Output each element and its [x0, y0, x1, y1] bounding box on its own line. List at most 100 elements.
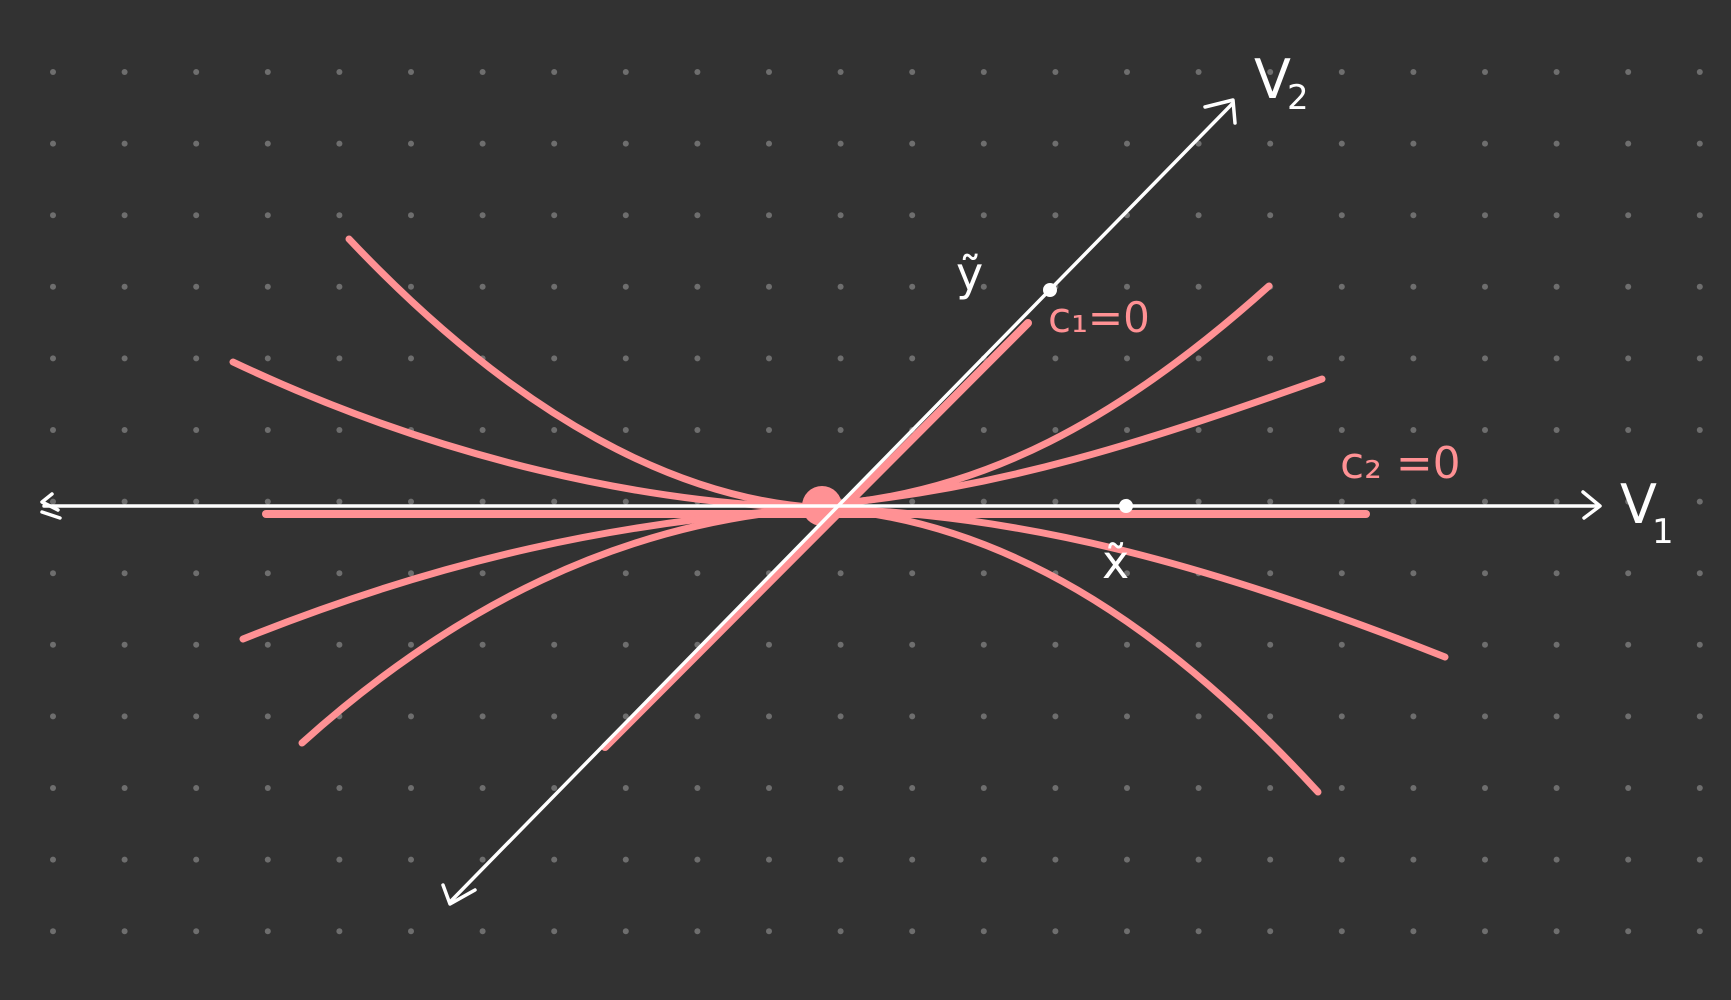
grid-dot	[1267, 498, 1274, 505]
grid-dot	[1267, 140, 1274, 147]
grid-dot	[1052, 713, 1059, 720]
grid-dot	[622, 427, 629, 433]
x-tilde-label: x̃	[1102, 535, 1129, 589]
grid-dot	[1696, 641, 1703, 648]
grid-dot	[1625, 498, 1632, 505]
grid-dot	[1052, 427, 1059, 433]
grid-dot	[1553, 69, 1560, 75]
grid-dot	[1267, 355, 1274, 362]
grid-dot	[1410, 427, 1417, 433]
grid-dot	[479, 856, 486, 863]
grid-dot	[121, 713, 128, 720]
grid-dot	[1124, 283, 1130, 290]
grid-dot	[408, 641, 414, 648]
grid-dot	[1553, 212, 1560, 219]
grid-dot	[551, 69, 558, 75]
grid-dot	[837, 641, 844, 648]
grid-dot	[837, 785, 844, 791]
x-tilde-point	[1119, 499, 1133, 513]
grid-dot	[1625, 570, 1632, 577]
grid-dot	[1124, 713, 1130, 720]
grid-dot	[121, 212, 128, 219]
grid-dot	[551, 713, 558, 720]
grid-dot	[408, 856, 414, 863]
grid-dot	[193, 355, 200, 362]
grid-dot	[1124, 928, 1130, 935]
grid-dot	[121, 283, 128, 290]
grid-dot	[1625, 713, 1632, 720]
grid-dot	[1267, 856, 1274, 863]
grid-dot	[336, 140, 343, 147]
grid-dot	[837, 355, 844, 362]
axes	[40, 98, 1602, 906]
grid-dot	[837, 713, 844, 720]
grid-dot	[1410, 570, 1417, 577]
grid-dot	[766, 641, 772, 648]
grid-dot	[264, 355, 271, 362]
grid-dot	[1195, 283, 1202, 290]
grid-dot	[980, 498, 987, 505]
grid-dot	[1482, 498, 1488, 505]
grid-dot	[193, 212, 200, 219]
grid-dot	[551, 785, 558, 791]
grid-dot	[622, 140, 629, 147]
y-tilde-point	[1043, 283, 1057, 297]
grid-dot	[980, 140, 987, 147]
grid-dot	[909, 570, 916, 577]
grid-dot	[1195, 928, 1202, 935]
trajectory-upper-right-steep	[818, 282, 1273, 509]
grid-dot	[837, 140, 844, 147]
grid-dot	[1625, 283, 1632, 290]
v1-axis-arrow-left	[40, 492, 62, 520]
grid-dot	[264, 570, 271, 577]
grid-dot	[1338, 498, 1345, 505]
grid-dot	[1124, 641, 1130, 648]
grid-dot	[766, 212, 772, 219]
grid-dot	[121, 140, 128, 147]
grid-dot	[980, 570, 987, 577]
grid-dot	[50, 212, 56, 219]
grid-dot	[766, 283, 772, 290]
grid-dot	[336, 427, 343, 433]
grid-dot	[980, 713, 987, 720]
grid-dot	[50, 928, 56, 935]
grid-dot	[1482, 69, 1488, 75]
grid-dot	[909, 928, 916, 935]
grid-dot	[622, 283, 629, 290]
trajectory-lower-right-shallow	[818, 504, 1449, 661]
grid-dot	[1625, 856, 1632, 863]
y-tilde-label: ỹ	[956, 247, 983, 301]
grid-dot	[766, 928, 772, 935]
grid-dot	[551, 427, 558, 433]
grid-dot	[1052, 856, 1059, 863]
grid-dot	[1052, 355, 1059, 362]
grid-dot	[766, 856, 772, 863]
grid-dot	[1195, 69, 1202, 75]
grid-dot	[909, 785, 916, 791]
grid-dot	[909, 69, 916, 75]
grid-dot	[408, 570, 414, 577]
grid-dot	[1338, 570, 1345, 577]
grid-dot	[1195, 427, 1202, 433]
grid-dot	[479, 570, 486, 577]
v1-axis-arrow-right	[1581, 490, 1602, 520]
trajectory-lower-right-steep	[818, 504, 1322, 796]
grid-dot	[121, 355, 128, 362]
grid-dot	[837, 69, 844, 75]
grid-dot	[980, 69, 987, 75]
grid-dot	[766, 785, 772, 791]
grid-dot	[837, 283, 844, 290]
grid-dot	[121, 498, 128, 505]
grid-dot	[909, 713, 916, 720]
grid-dot	[264, 498, 271, 505]
grid-dot	[193, 641, 200, 648]
grid-dot	[1267, 928, 1274, 935]
grid-dot	[479, 140, 486, 147]
grid-dot	[264, 283, 271, 290]
grid-dot	[121, 69, 128, 75]
grid-dot	[264, 69, 271, 75]
grid-dot	[50, 69, 56, 75]
grid-dot	[408, 355, 414, 362]
grid-dot	[1195, 641, 1202, 648]
trajectory-c1-zero-line	[601, 319, 1032, 751]
